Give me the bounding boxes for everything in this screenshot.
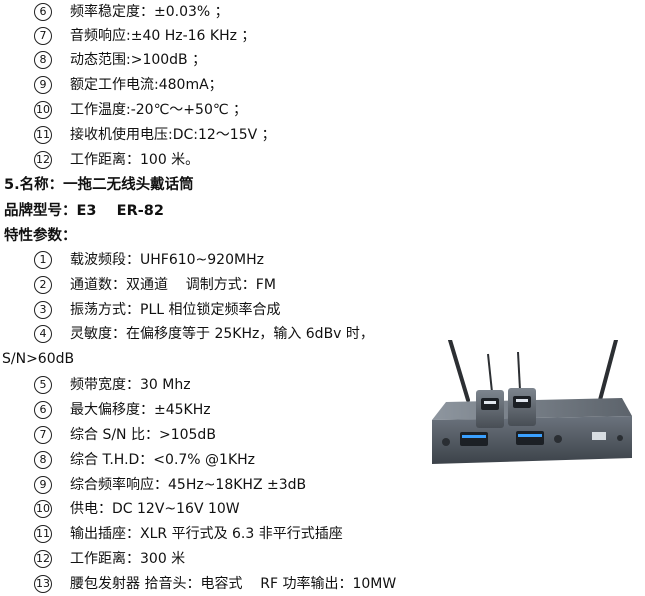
antenna-right-icon	[598, 340, 618, 402]
model-text: 品牌型号：E3 ER-82	[4, 203, 164, 219]
item-number: 5	[34, 376, 52, 394]
item-text: 载波频段：UHF610~920MHz	[70, 252, 264, 268]
item-number: 11	[34, 126, 52, 144]
item-text: 接收机使用电压:DC:12～15V ；	[70, 127, 276, 143]
logo-badge-icon	[592, 432, 606, 440]
item-number: 2	[34, 276, 52, 294]
item-number: 13	[34, 575, 52, 593]
item-text: 频率稳定度：±0.03% ；	[70, 4, 229, 20]
specs-heading-text: 特性参数：	[4, 228, 77, 244]
item-number: 6	[34, 3, 52, 21]
item-text: 额定工作电流:480mA；	[70, 77, 223, 93]
item-text: 频带宽度：30 Mhz	[70, 377, 191, 393]
item-number: 7	[34, 426, 52, 444]
section-title-text: 5.名称：一拖二无线头戴话筒	[4, 177, 194, 193]
item-text: 音频响应:±40 Hz-16 KHz ；	[70, 28, 256, 44]
item-number: 4	[34, 325, 52, 343]
display-left-icon	[460, 432, 488, 446]
item-text: 工作距离：100 米。	[70, 152, 200, 168]
item-text: 振荡方式：PLL 相位锁定频率合成	[70, 302, 281, 318]
item-number: 11	[34, 525, 52, 543]
item-text: 动态范围:>100dB ；	[70, 52, 207, 68]
item-text: 供电：DC 12V~16V 10W	[70, 501, 240, 517]
wireless-receiver-image	[432, 340, 632, 464]
item-number: 9	[34, 476, 52, 494]
item-text: 输出插座：XLR 平行式及 6.3 非平行式插座	[70, 526, 343, 542]
item-text: 工作温度:-20℃～+50℃ ；	[70, 102, 248, 118]
item-number: 3	[34, 301, 52, 319]
item-number: 1	[34, 251, 52, 269]
item-text: 通道数：双通道 调制方式：FM	[70, 277, 276, 293]
item-text: 灵敏度：在偏移度等于 25KHz，输入 6dBv 时，	[70, 326, 374, 342]
item-number: 10	[34, 101, 52, 119]
wrapped-text: S/N>60dB	[2, 351, 75, 367]
item-number: 6	[34, 401, 52, 419]
item-text: 工作距离：300 米	[70, 551, 186, 567]
item-number: 12	[34, 550, 52, 568]
item-number: 8	[34, 451, 52, 469]
item-number: 12	[34, 151, 52, 169]
item-number: 8	[34, 51, 52, 69]
item-number: 7	[34, 27, 52, 45]
item-text: 腰包发射器 拾音头：电容式 RF 功率输出：10MW	[70, 576, 397, 592]
display-right-icon	[516, 431, 544, 445]
item-text: 综合 S/N 比：>105dB	[70, 427, 216, 443]
item-number: 9	[34, 76, 52, 94]
item-text: 最大偏移度：±45KHz	[70, 402, 211, 418]
item-text: 综合 T.H.D：<0.7% @1KHz	[70, 452, 256, 468]
item-number: 10	[34, 500, 52, 518]
antenna-left-icon	[448, 340, 470, 402]
item-text: 综合频率响应：45Hz~18KHZ ±3dB	[70, 477, 307, 493]
